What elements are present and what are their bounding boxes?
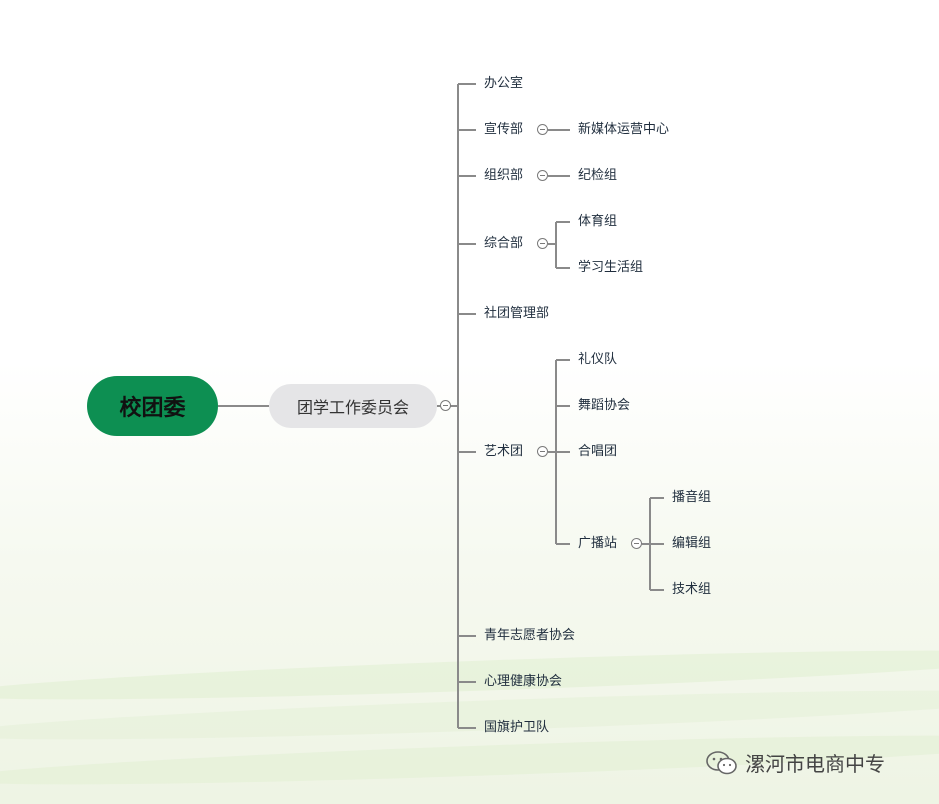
sub-sports[interactable]: 体育组 [578,214,618,229]
sub-choir[interactable]: 合唱团 [578,444,618,459]
collapse-toggle-art-troupe[interactable] [537,446,548,457]
sub-etiquette[interactable]: 礼仪队 [578,352,618,367]
sub-technical[interactable]: 技术组 [672,582,712,597]
dept-organization[interactable]: 组织部 [484,168,524,183]
sub-new-media[interactable]: 新媒体运营中心 [578,122,670,137]
sub-study-life[interactable]: 学习生活组 [578,260,644,275]
collapse-toggle-broadcast[interactable] [631,538,642,549]
sub-discipline[interactable]: 纪检组 [578,168,618,183]
collapse-toggle-general[interactable] [537,238,548,249]
root-node[interactable]: 校团委 [87,376,218,436]
collapse-toggle-level1[interactable] [440,400,451,411]
sub-editing[interactable]: 编辑组 [672,536,712,551]
dept-general[interactable]: 综合部 [484,236,524,251]
wechat-icon [706,750,737,774]
sub-dance[interactable]: 舞蹈协会 [578,398,631,413]
sub-announcing[interactable]: 播音组 [672,490,712,505]
watermark: 漯河市电商中专 [705,748,885,777]
sub-broadcast[interactable]: 广播站 [578,536,618,551]
dept-art-troupe[interactable]: 艺术团 [484,444,524,459]
level1-node[interactable]: 团学工作委员会 [269,384,437,428]
collapse-toggle-organization[interactable] [537,170,548,181]
dept-office[interactable]: 办公室 [484,76,524,91]
watermark-text: 漯河市电商中专 [745,752,885,776]
collapse-toggle-publicity[interactable] [537,124,548,135]
dept-mental-health[interactable]: 心理健康协会 [484,674,563,689]
dept-volunteers[interactable]: 青年志愿者协会 [484,628,576,643]
dept-flag-guard[interactable]: 国旗护卫队 [484,720,550,735]
dept-club-management[interactable]: 社团管理部 [484,306,550,321]
dept-publicity[interactable]: 宣传部 [484,122,524,137]
